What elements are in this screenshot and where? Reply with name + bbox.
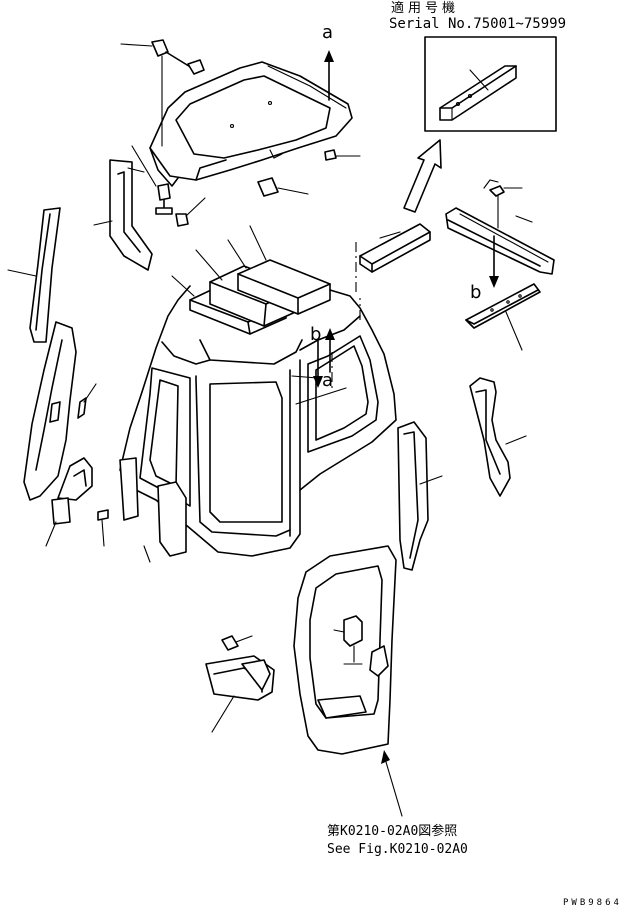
right-channel-upper xyxy=(359,223,431,273)
right-front-pillar xyxy=(397,421,443,571)
cab-frame xyxy=(119,285,397,557)
drawing-number: PWB9864 xyxy=(563,898,622,908)
callout-b-right: b xyxy=(470,282,482,303)
left-corner-pieces xyxy=(45,457,109,547)
door-reference-arrow xyxy=(381,750,403,817)
inset-box xyxy=(424,36,557,132)
callout-a-lower: a xyxy=(322,370,334,391)
rear-pillar-cover xyxy=(93,159,153,271)
roof-assembly xyxy=(149,61,353,187)
roof-fasteners xyxy=(131,145,361,227)
hollow-arrow xyxy=(403,139,442,213)
callout-a-top: a xyxy=(322,22,334,43)
cab-door xyxy=(293,545,397,755)
door-trim xyxy=(205,635,275,733)
serial-label-en: Serial No.75001~75999 xyxy=(389,16,567,32)
arrow-a-up xyxy=(325,328,335,373)
roof-bolt xyxy=(120,39,205,147)
right-channel-lower xyxy=(465,283,541,351)
reference-label-en: See Fig.K0210-02A0 xyxy=(327,842,468,857)
left-lower-cover xyxy=(23,321,97,501)
serial-label-jp: 適用号機 xyxy=(391,1,460,16)
arrow-b-down xyxy=(313,339,323,388)
left-front-pillar xyxy=(7,207,61,343)
arrow-b-right xyxy=(489,235,499,288)
guide-lines xyxy=(331,240,361,390)
callout-b-left: b xyxy=(310,324,322,345)
right-bracket xyxy=(445,179,555,275)
roof-pads xyxy=(171,225,331,335)
cab-lower-trims xyxy=(119,457,187,563)
right-rear-cover xyxy=(469,377,527,497)
arrow-a-top xyxy=(324,50,334,101)
reference-label-jp: 第K0210-02A0図参照 xyxy=(327,824,458,839)
